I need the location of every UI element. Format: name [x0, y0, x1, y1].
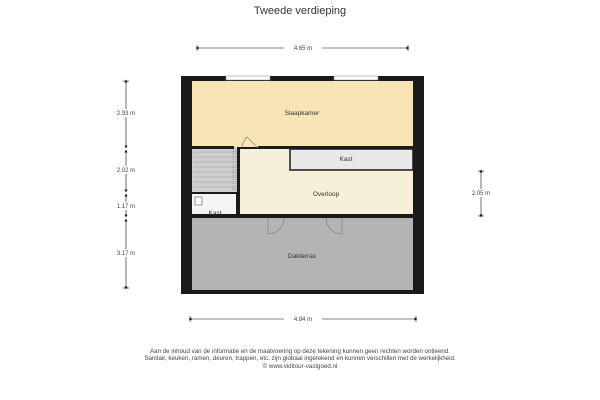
dimension-bottom: 4.84 m [188, 315, 418, 323]
wall-terrace [192, 214, 242, 218]
room-kast-small [192, 194, 236, 216]
disclaimer-line-2: Sanitair, keuken, ramen, deuren, trappen… [144, 355, 456, 363]
window-top-left [225, 75, 271, 81]
room-label-dakterras: Dakterras [288, 253, 317, 260]
wall-terrace-right [266, 214, 413, 218]
room-label-overloop: Overloop [313, 191, 340, 198]
disclaimer: Aan de inhoud van de informatie en de ma… [0, 348, 600, 370]
wall-kast-small-top [192, 192, 238, 194]
window-top-right [333, 75, 379, 81]
dim-label-right-1: 2.05 m [472, 191, 490, 197]
room-label-kast-small: Kast [208, 210, 221, 217]
stairwell [192, 147, 238, 192]
stair-railing [232, 149, 237, 191]
disclaimer-line-3: © www.viditour-vastgoed.nl [262, 362, 338, 370]
stair-steps [193, 151, 236, 188]
dim-label-top: 4.65 m [294, 46, 312, 52]
disclaimer-line-1: Aan de inhoud van de informatie en de ma… [150, 348, 450, 355]
door-dakterras [267, 217, 343, 235]
room-dakterras [192, 218, 413, 290]
dim-label-left-1: 2.93 m [117, 111, 135, 117]
wall-stair-right [237, 147, 240, 216]
dim-label-left-3: 1.17 m [117, 204, 135, 210]
room-label-kast-top: Kast [339, 156, 352, 163]
appliance-icon [194, 196, 203, 206]
door-slaapkamer [241, 136, 259, 149]
dim-label-left-4: 3.17 m [117, 251, 135, 257]
wall-slaapkamer-overloop [192, 146, 234, 149]
page-title: Tweede verdieping [253, 5, 347, 17]
room-slaapkamer [192, 81, 413, 147]
dim-label-left-2: 2.02 m [117, 168, 135, 174]
dimension-top: 4.65 m [195, 44, 410, 52]
dim-label-bottom: 4.84 m [294, 317, 312, 323]
wall-slaapkamer-overloop-right [258, 146, 413, 149]
room-label-slaapkamer: Slaapkamer [285, 110, 321, 117]
